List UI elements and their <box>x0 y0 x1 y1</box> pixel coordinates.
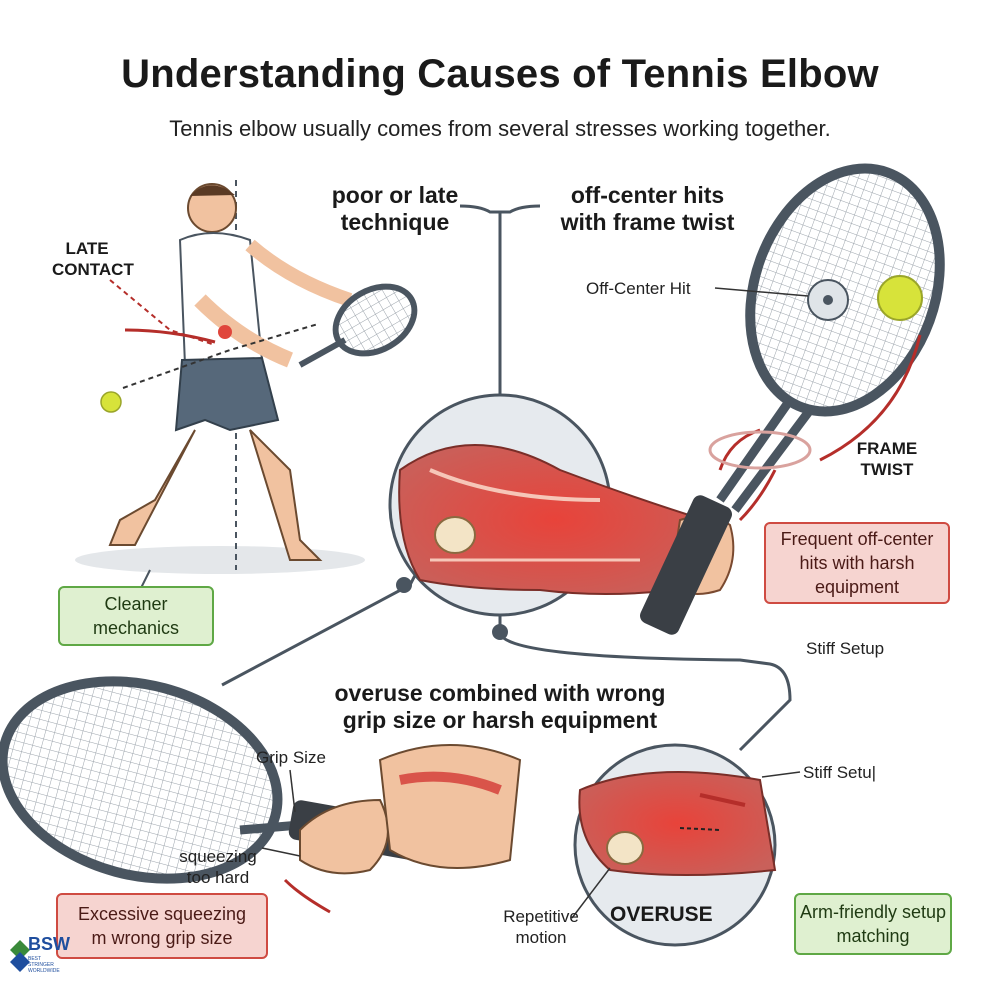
label-frame-twist: FRAME TWIST <box>856 439 918 479</box>
racket-bottom-left <box>0 676 522 914</box>
logo-text: BSW <box>28 934 70 954</box>
label-off-center-hit: Off-Center Hit <box>586 279 691 298</box>
box-cleaner-mechanics: Cleaner mechanics <box>58 586 214 646</box>
heading-overuse: overuse combined with wrong grip size or… <box>334 680 666 733</box>
elbow-anatomy-center <box>388 393 712 617</box>
box-frequent-hits: Frequent off-center hits with harsh equi… <box>764 522 950 604</box>
label-late-contact: LATE CONTACT <box>52 239 134 279</box>
label-repetitive-motion: Repetitive motion <box>503 907 579 947</box>
bsw-logo <box>8 938 70 990</box>
heading-off-center: off-center hits with frame twist <box>560 182 735 235</box>
off-center-target <box>714 279 849 321</box>
page-title: Understanding Causes of Tennis Elbow <box>121 52 879 96</box>
tennis-ball-right <box>877 275 923 321</box>
page-subtitle: Tennis elbow usually comes from several … <box>169 116 831 141</box>
box-arm-friendly: Arm-friendly setup matching <box>794 893 952 955</box>
label-stiff-setup-2: Stiff Setu| <box>803 763 877 782</box>
player-illustration <box>75 180 418 591</box>
twist-arrows <box>708 334 922 522</box>
logo-mark-icon <box>10 940 30 972</box>
label-stiff-setup: Stiff Setup <box>806 639 885 658</box>
heading-technique: poor or late technique <box>331 182 459 235</box>
overuse-anatomy <box>571 743 801 947</box>
box-excessive-squeezing: Excessive squeezing m wrong grip size <box>56 893 268 959</box>
label-squeezing: squeezing too hard <box>179 847 257 887</box>
label-grip-size: Grip Size <box>256 748 326 767</box>
logo-subtext: BEST STRINGER WORLDWIDE <box>28 956 60 974</box>
label-overuse: OVERUSE <box>610 903 713 926</box>
